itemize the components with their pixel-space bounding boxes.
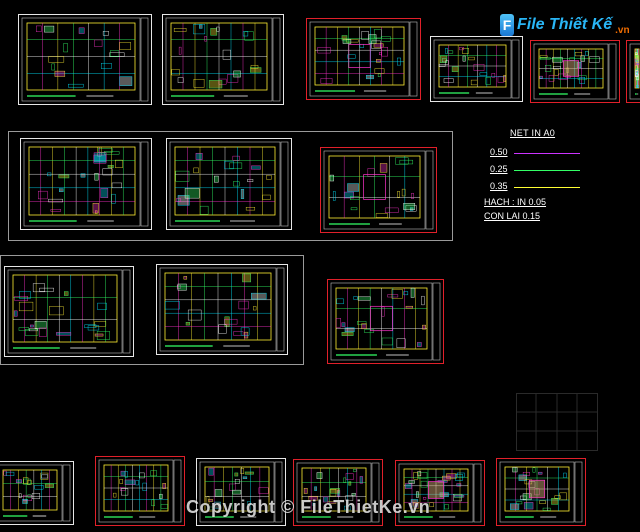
drawing-sheet[interactable] [327,279,444,364]
drawing-sheet[interactable] [4,266,134,357]
legend-row-value: 0.35 [490,181,508,191]
logo-suffix: .vn [615,25,630,36]
drawing-sheet[interactable] [320,147,437,233]
drawing-sheet[interactable] [430,36,523,102]
drawing-sheet[interactable] [395,460,485,526]
floor-plan-drawing [169,141,289,227]
floor-plan-drawing [629,43,640,100]
rest-note: CON LAI 0.15 [484,211,541,221]
empty-grid-block [516,393,598,451]
sheet-group-frame [0,255,304,365]
drawing-sheet[interactable] [196,458,286,526]
floor-plan-drawing [199,461,283,523]
sheet-group-frame [8,131,453,241]
drawing-sheet[interactable] [20,138,152,230]
floor-plan-drawing [533,43,617,100]
legend-row-value: 0.25 [490,164,508,174]
floor-plan-drawing [7,269,131,354]
drawing-sheet[interactable] [626,40,640,103]
legend-line-magenta [514,153,580,154]
floor-plan-drawing [330,282,441,361]
floor-plan-drawing [323,150,434,230]
floor-plan-drawing [433,39,520,99]
drawing-sheet[interactable] [530,40,620,103]
floor-plan-drawing [165,17,281,102]
drawing-sheet[interactable] [166,138,292,230]
hatch-note: HACH : IN 0.05 [484,197,547,207]
floor-plan-drawing [296,462,380,523]
drawing-sheet[interactable] [293,459,383,526]
drawing-sheet[interactable] [18,14,152,105]
legend-line-yellow [514,187,580,188]
filethietke-logo: F File Thiết Kế .vn [500,10,630,40]
copyright-watermark: Copyright © FileThietKe.vn [186,497,431,517]
floor-plan-drawing [23,141,149,227]
logo-text: File Thiết Kế [517,16,613,33]
floor-plan-drawing [499,461,583,523]
legend-row-value: 0.50 [490,147,508,157]
drawing-sheet[interactable] [496,458,586,526]
floor-plan-drawing [0,464,71,522]
legend-line-green [514,170,580,171]
drawing-sheet[interactable] [0,461,74,525]
drawing-sheet[interactable] [306,18,421,100]
floor-plan-drawing [159,267,285,352]
floor-plan-drawing [309,21,418,97]
legend-title: NET IN A0 [510,128,556,138]
drawing-sheet[interactable] [162,14,284,105]
logo-mark-icon: F [500,14,514,36]
floor-plan-drawing [21,17,149,102]
drawing-sheet[interactable] [95,456,185,526]
floor-plan-drawing [398,463,482,523]
floor-plan-drawing [98,459,182,523]
drawing-sheet[interactable] [156,264,288,355]
